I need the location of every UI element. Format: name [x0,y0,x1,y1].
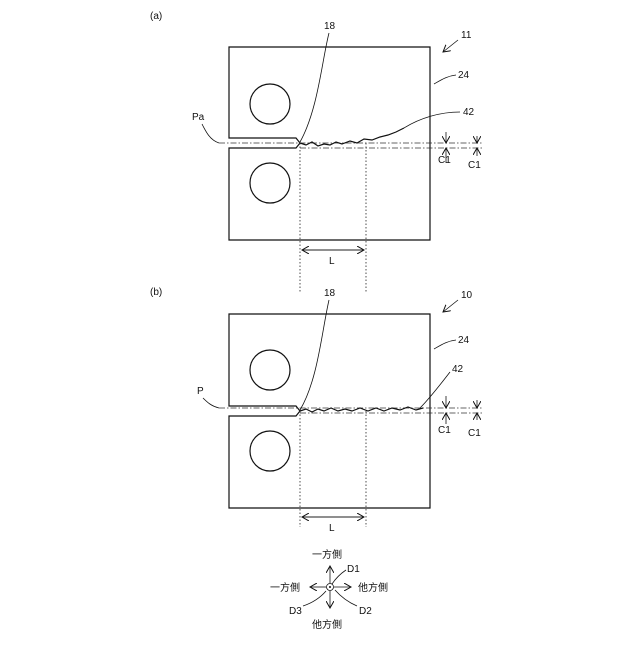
ref-11-arrow [443,40,458,52]
legend-d3: D3 [289,606,302,617]
legend-right-label: 他方側 [358,581,388,594]
dimension-b-label: L [329,523,335,534]
legend-left-label: 一方側 [270,581,300,594]
leader-42-a [404,112,460,128]
leader-p [203,398,219,408]
ref-42-b: 42 [452,364,464,375]
legend-d2: D2 [359,606,372,617]
legend-down-label: 他方側 [312,618,342,631]
c1-a-left-label: C1 [438,155,451,166]
specimen-a-outline [229,47,430,240]
leader-18-a [300,33,329,142]
c1-b-left-label: C1 [438,425,451,436]
ref-10: 10 [461,290,473,301]
ref-24-b: 24 [458,335,470,346]
ref-11: 11 [461,30,472,41]
ref-p: P [197,386,204,397]
specimen-b-outline [229,314,430,508]
dimension-a-label: L [329,256,335,267]
ref-10-arrow [443,300,458,312]
leader-18-b [300,300,329,410]
ref-18-a: 18 [324,21,336,32]
c1-a-right-label: C1 [468,160,481,171]
pin-hole-a-bottom [250,163,290,203]
figure-b: (b) L 18 10 24 42 P C1 C1 [150,287,483,534]
pin-hole-a-top [250,84,290,124]
figure-b-label: (b) [150,287,162,298]
ref-24-a: 24 [458,70,470,81]
ref-pa: Pa [192,112,205,123]
legend-d1: D1 [347,564,360,575]
leader-pa [202,124,219,143]
leader-d3 [303,591,326,606]
origin-dot-icon [329,586,331,588]
c1-b-right-label: C1 [468,428,481,439]
figure-a: (a) L 18 11 24 42 Pa [150,11,483,292]
leader-42-b [420,372,450,408]
pin-hole-b-top [250,350,290,390]
figure-a-label: (a) [150,11,162,22]
leader-24-b [434,340,456,349]
legend-up-label: 一方側 [312,548,342,561]
leader-24-a [434,75,456,84]
ref-42-a: 42 [463,107,475,118]
leader-d2 [335,590,357,606]
direction-legend: 一方側 他方側 一方側 他方側 D1 D2 D3 [270,548,388,631]
ref-18-b: 18 [324,288,336,299]
pin-hole-b-bottom [250,431,290,471]
leader-d1 [332,570,346,584]
